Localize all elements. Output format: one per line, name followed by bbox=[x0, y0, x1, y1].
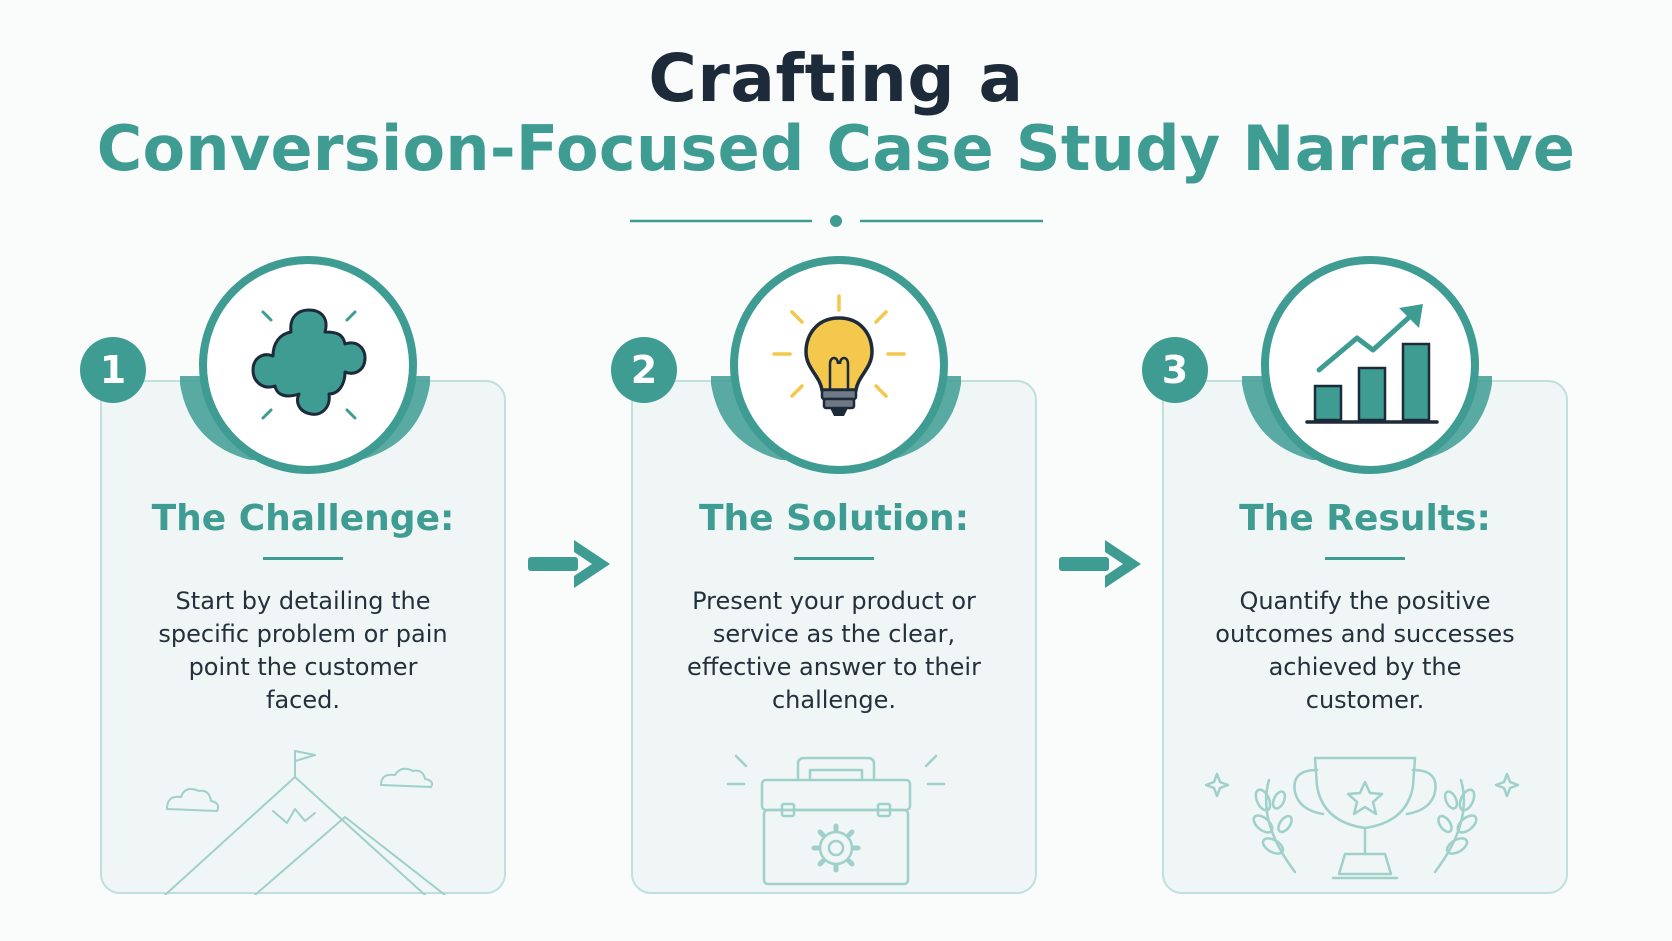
puzzle-piece-icon bbox=[251, 308, 367, 420]
step-title: The Results: bbox=[1239, 498, 1491, 539]
title-line-1: Crafting a bbox=[648, 40, 1024, 117]
title-underline bbox=[794, 557, 874, 560]
step-number-badge: 1 bbox=[80, 337, 146, 403]
title-underline bbox=[263, 557, 343, 560]
toolbox-illustration bbox=[726, 754, 946, 886]
step-description: Present your product or service as the c… bbox=[687, 587, 981, 714]
arrow-right-icon bbox=[1059, 540, 1141, 588]
step-title: The Solution: bbox=[698, 498, 970, 539]
title-line-2: Conversion-Focused Case Study Narrative bbox=[96, 112, 1576, 185]
step-title: The Challenge: bbox=[151, 498, 455, 539]
results-icon-circle bbox=[1261, 256, 1479, 474]
solution-icon-circle bbox=[730, 256, 948, 474]
mountain-illustration bbox=[164, 750, 446, 895]
growth-chart-icon bbox=[1305, 304, 1439, 424]
step-number-badge: 2 bbox=[611, 337, 677, 403]
light-bulb-icon bbox=[772, 294, 906, 416]
challenge-icon-circle bbox=[199, 256, 417, 474]
trophy-illustration bbox=[1205, 756, 1520, 880]
step-description: Quantify the positive outcomes and succe… bbox=[1215, 587, 1515, 714]
title-divider bbox=[630, 215, 1043, 227]
title-underline bbox=[1325, 557, 1405, 560]
step-number-badge: 3 bbox=[1142, 337, 1208, 403]
step-description: Start by detailing the specific problem … bbox=[158, 587, 448, 714]
arrow-right-icon bbox=[528, 540, 610, 588]
